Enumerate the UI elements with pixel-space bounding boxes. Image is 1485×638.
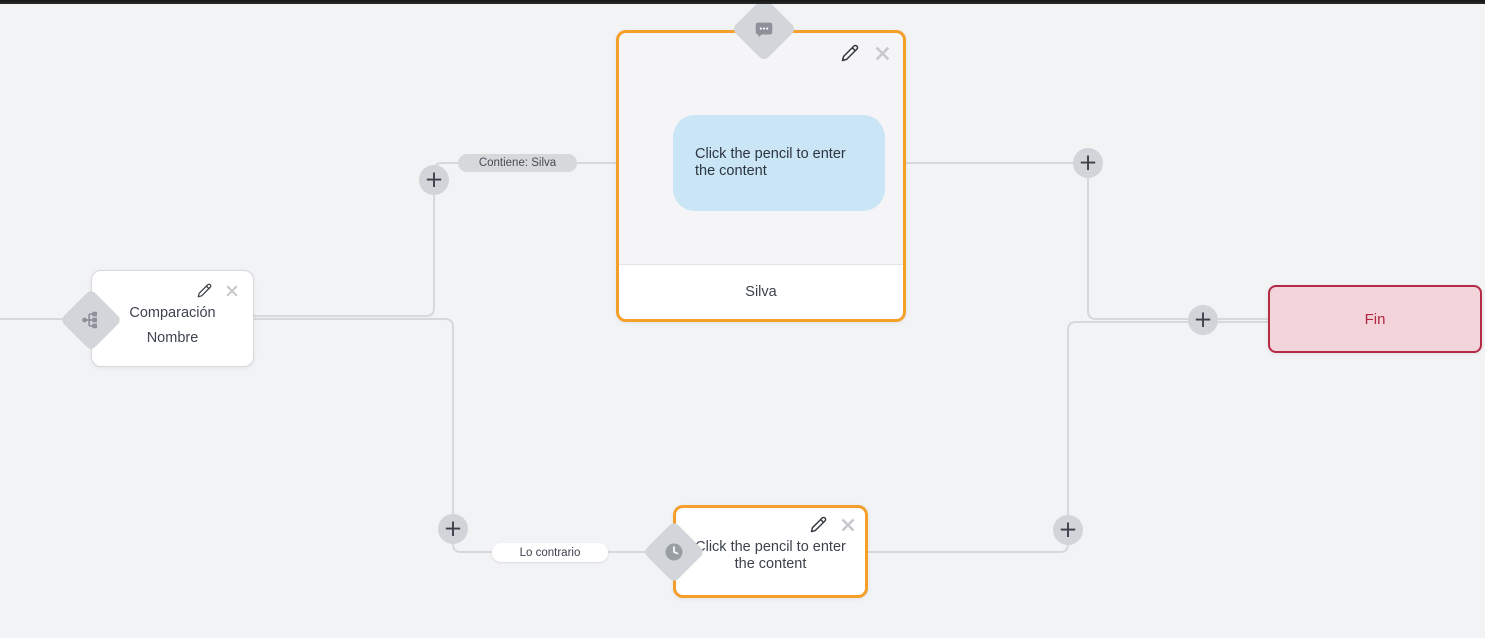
add-step-button[interactable]: + <box>438 514 468 544</box>
wire-wait-to-end <box>868 321 1268 553</box>
add-step-button[interactable]: + <box>419 165 449 195</box>
message-placeholder-text: Click the pencil to enter the content <box>695 146 846 179</box>
close-icon <box>226 284 238 297</box>
delete-node-button[interactable] <box>225 284 239 298</box>
wait-placeholder-text: Click the pencil to enter the content <box>695 538 846 572</box>
message-content-bubble: Click the pencil to enter the content <box>673 115 885 211</box>
plus-icon: + <box>1078 149 1098 176</box>
top-toolbar-edge <box>0 0 1485 4</box>
condition-title-line-2: Nombre <box>146 330 199 346</box>
message-node-name: Silva <box>745 284 777 300</box>
wait-node[interactable]: Click the pencil to enter the content <box>642 505 868 598</box>
edit-node-button[interactable] <box>841 44 859 62</box>
plus-icon: + <box>1193 306 1213 333</box>
message-type-badge <box>731 0 797 62</box>
end-node[interactable]: Fin <box>1268 285 1482 353</box>
wire-branch-true <box>254 162 616 317</box>
condition-title-line-1: Comparación <box>129 305 216 321</box>
wait-type-badge <box>642 520 706 584</box>
message-node-footer: Silva <box>619 264 903 319</box>
branch-label-false: Lo contrario <box>492 543 608 562</box>
branch-label-true: Contiene: Silva <box>458 154 577 172</box>
close-icon <box>841 518 855 531</box>
add-step-button[interactable]: + <box>1073 148 1103 178</box>
edit-node-button[interactable] <box>810 516 827 533</box>
clock-icon <box>665 543 683 561</box>
branch-icon <box>82 311 97 329</box>
close-icon <box>875 46 890 60</box>
plus-icon: + <box>443 515 463 542</box>
wire-message-to-end <box>906 162 1268 320</box>
wire-branch-false <box>254 318 673 553</box>
condition-type-badge <box>59 288 123 352</box>
end-node-label: Fin <box>1364 310 1386 328</box>
condition-node-title: Comparación Nombre <box>92 301 253 351</box>
add-step-button[interactable]: + <box>1188 305 1218 335</box>
pencil-icon <box>810 516 827 533</box>
delete-node-button[interactable] <box>874 45 891 62</box>
plus-icon: + <box>1058 516 1078 543</box>
delete-node-button[interactable] <box>840 517 856 533</box>
chat-bubble-icon <box>755 22 773 38</box>
message-node[interactable]: Click the pencil to enter the content Si… <box>616 0 906 322</box>
pencil-icon <box>841 44 859 62</box>
plus-icon: + <box>424 166 444 193</box>
pencil-icon <box>197 283 212 298</box>
add-step-button[interactable]: + <box>1053 515 1083 545</box>
edit-node-button[interactable] <box>197 283 212 298</box>
condition-node[interactable]: Comparación Nombre <box>59 270 254 367</box>
